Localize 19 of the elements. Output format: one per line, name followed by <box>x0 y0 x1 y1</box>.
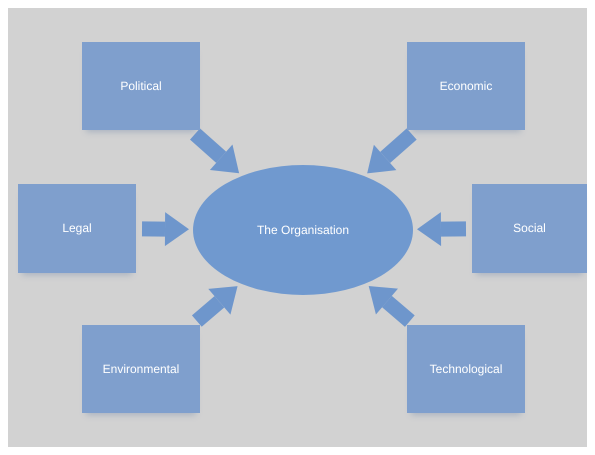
block-arrow <box>417 212 466 246</box>
factor-box <box>18 184 136 273</box>
factor-box <box>407 325 525 413</box>
block-arrow <box>368 286 415 327</box>
node-label: Technological <box>428 362 504 376</box>
node-label: Economic <box>438 78 494 94</box>
block-arrow <box>190 128 240 174</box>
factor-box <box>407 42 525 130</box>
factor-box <box>82 325 200 413</box>
block-arrow <box>367 128 417 174</box>
factor-box <box>82 42 200 130</box>
node-label: Political <box>119 78 163 94</box>
node-label: Environmental <box>102 362 180 376</box>
block-arrow <box>192 286 238 327</box>
node-label: Legal <box>61 221 93 236</box>
node-label: Social <box>512 221 547 236</box>
factor-box <box>472 184 587 273</box>
node-label: The Organisation <box>256 222 350 238</box>
block-arrow <box>142 212 189 246</box>
